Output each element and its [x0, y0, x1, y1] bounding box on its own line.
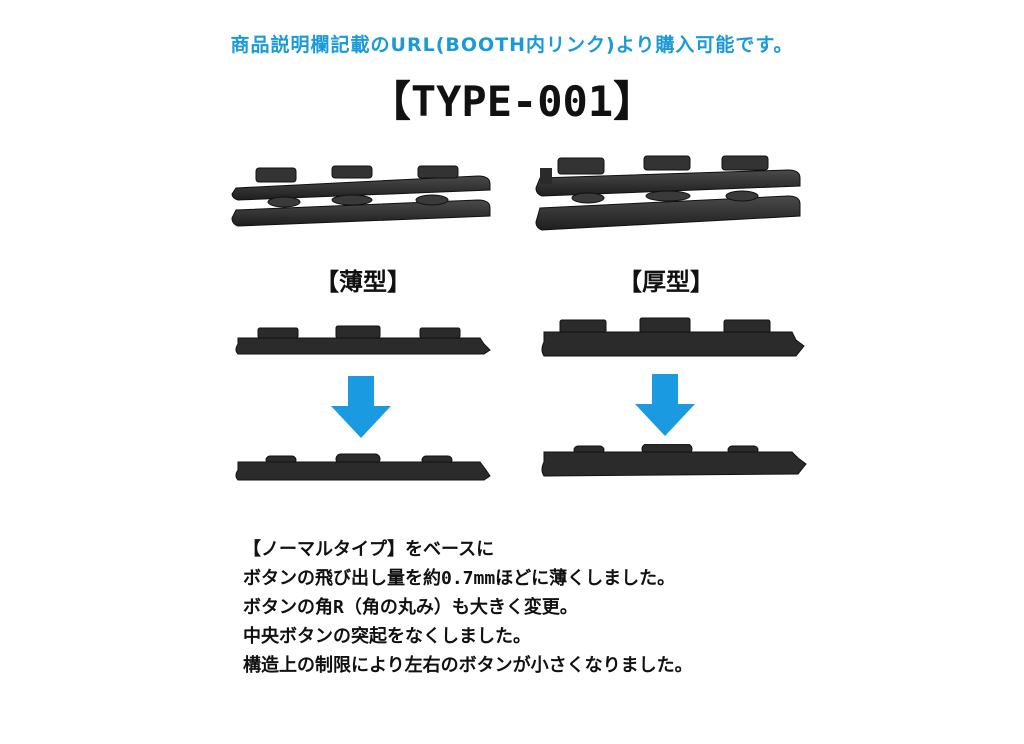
- thick-type-side-view-after: [541, 444, 807, 477]
- description-line: 【ノーマルタイプ】をベースに: [243, 539, 495, 560]
- thin-type-side-view-after: [235, 453, 491, 481]
- thick-type-label: 【厚型】: [618, 268, 714, 296]
- description-line: 構造上の制限により左右のボタンが小さくなりました。: [243, 655, 693, 676]
- purchase-notice: 商品説明欄記載のURL(BOOTH内リンク)より購入可能です。: [230, 34, 794, 56]
- description-block: 【ノーマルタイプ】をベースに ボタンの飛び出し量を約0.7mmほどに薄くしました…: [243, 535, 693, 680]
- thick-type-side-view-before: [541, 317, 805, 357]
- down-arrow-icon: [331, 376, 391, 438]
- thin-type-perspective-render: [231, 165, 491, 227]
- description-line: ボタンの角R（角の丸み）も大きく変更。: [243, 597, 578, 618]
- thin-type-label: 【薄型】: [315, 268, 411, 296]
- page-title: 【TYPE-001】: [368, 77, 656, 126]
- thick-type-perspective-render: [535, 155, 801, 231]
- description-line: 中央ボタンの突起をなくしました。: [243, 626, 531, 647]
- down-arrow-icon: [635, 374, 695, 436]
- thin-type-side-view-before: [235, 325, 491, 355]
- description-line: ボタンの飛び出し量を約0.7mmほどに薄くしました。: [243, 568, 676, 589]
